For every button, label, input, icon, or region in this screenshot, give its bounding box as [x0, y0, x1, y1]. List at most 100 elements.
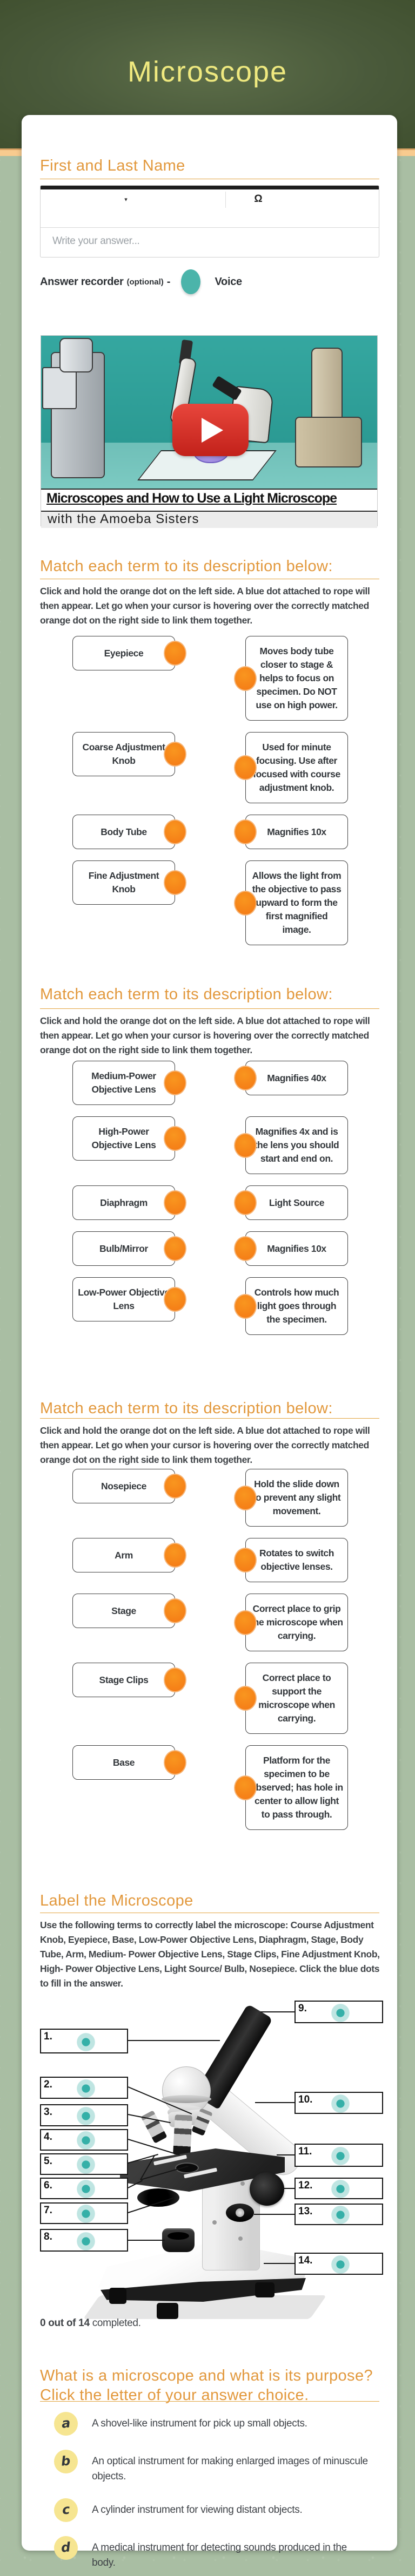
objective-lens: [140, 2110, 168, 2144]
match-dot-right[interactable]: [234, 1775, 257, 1800]
option-letter-button-b[interactable]: b: [54, 2450, 78, 2473]
term-label: Coarse Adjustment Knob: [82, 742, 165, 766]
description-box: Correct place to grip the microscope whe…: [234, 1594, 348, 1651]
answer-dot-7[interactable]: [76, 2203, 95, 2225]
video-player[interactable]: Microscopes and How to Use a Light Micro…: [41, 335, 378, 528]
match-dot-left[interactable]: [164, 641, 186, 666]
match-dot-right[interactable]: [234, 755, 257, 780]
answer-dot-10[interactable]: [331, 2092, 350, 2114]
match-dot-right[interactable]: [234, 1485, 257, 1510]
match-dot-right[interactable]: [234, 666, 257, 691]
option-text: A cylinder instrument for viewing distan…: [92, 2504, 303, 2516]
answer-dot-4[interactable]: [76, 2130, 95, 2152]
answer-dot-11[interactable]: [331, 2145, 350, 2167]
term-label: Eyepiece: [104, 647, 144, 659]
label-box-4: 4.: [40, 2129, 128, 2152]
match-dot-left[interactable]: [164, 819, 186, 844]
match-dot-right[interactable]: [234, 1133, 257, 1158]
term-box: Coarse Adjustment Knob: [72, 732, 186, 776]
label-line-13: [254, 2214, 294, 2215]
match-dot-left[interactable]: [164, 1070, 186, 1095]
answer-dot-8[interactable]: [76, 2230, 95, 2252]
option-letter-button-d[interactable]: d: [54, 2536, 78, 2560]
match-dot-right[interactable]: [234, 1686, 257, 1711]
label-number: 5.: [44, 2155, 52, 2167]
answer-input[interactable]: Write your answer...: [41, 228, 379, 257]
option-text: A shovel-like instrument for pick up sma…: [92, 2418, 307, 2429]
special-characters-icon[interactable]: Ω: [254, 193, 263, 205]
answer-dot-2[interactable]: [76, 2077, 95, 2099]
match-dot-left[interactable]: [164, 1190, 186, 1215]
match-row: Base Platform for the specimen to be obs…: [72, 1745, 348, 1830]
description-box: Magnifies 10x: [234, 1231, 348, 1266]
term-box: Nosepiece: [72, 1469, 186, 1503]
match-dot-right[interactable]: [234, 1190, 257, 1215]
match-dot-right[interactable]: [234, 1548, 257, 1572]
match-dot-right[interactable]: [234, 1610, 257, 1635]
answer-dot-5[interactable]: [76, 2154, 95, 2176]
match-dot-right[interactable]: [234, 1066, 257, 1090]
play-icon: [202, 418, 223, 443]
voice-record-button[interactable]: [181, 269, 201, 294]
match-dot-left[interactable]: [164, 1598, 186, 1623]
answer-dot-9[interactable]: [331, 2002, 350, 2024]
microscope-illustration-part: [42, 367, 77, 409]
head-band: [162, 2095, 211, 2103]
match-dot-right[interactable]: [234, 1293, 257, 1319]
page-title: Microscope: [127, 56, 288, 88]
match-dot-left[interactable]: [164, 1543, 186, 1568]
match-dot-left[interactable]: [164, 1667, 186, 1692]
description-label: Platform for the specimen to be observed…: [250, 1755, 343, 1820]
match-dot-left[interactable]: [164, 1287, 186, 1312]
answer-dot-1[interactable]: [76, 2031, 95, 2053]
mcq-option-c: c A cylinder instrument for viewing dist…: [54, 2498, 378, 2522]
heading-rule: [40, 2401, 379, 2402]
format-dropdown-icon[interactable]: ▾: [124, 196, 128, 203]
term-box: Base: [72, 1745, 186, 1780]
match-dot-right[interactable]: [234, 1236, 257, 1261]
screw: [212, 2220, 217, 2225]
label-box-5: 5.: [40, 2153, 128, 2176]
term-box: Medium-Power Objective Lens: [72, 1061, 186, 1105]
answer-dot-6[interactable]: [76, 2178, 95, 2200]
label-box-6: 6.: [40, 2178, 128, 2200]
match-dot-left[interactable]: [164, 1236, 186, 1261]
option-letter-button-a[interactable]: a: [54, 2412, 78, 2436]
description-label: Hold the slide down to prevent any sligh…: [252, 1479, 341, 1516]
term-label: Medium-Power Objective Lens: [91, 1070, 156, 1095]
description-box: Magnifies 4x and is the lens you should …: [234, 1116, 348, 1174]
label-line-10: [255, 2102, 294, 2104]
match-dot-right[interactable]: [234, 890, 257, 916]
youtube-play-button[interactable]: [172, 404, 249, 456]
match-dot-left[interactable]: [164, 1750, 186, 1775]
toolbar-separator: [225, 192, 226, 208]
answer-dot-3[interactable]: [76, 2105, 95, 2127]
match-section-3-rows: Nosepiece Hold the slide down to prevent…: [72, 1469, 348, 1841]
label-number: 2.: [44, 2079, 52, 2090]
description-box: Allows the light from the objective to p…: [234, 860, 348, 945]
label-line-11: [277, 2154, 294, 2156]
match-dot-left[interactable]: [164, 742, 186, 767]
match-dot-right[interactable]: [234, 819, 257, 844]
option-text: An optical instrument for making enlarge…: [92, 2456, 368, 2482]
answer-dot-14[interactable]: [331, 2253, 350, 2275]
answer-dot-12[interactable]: [331, 2178, 350, 2200]
answer-dot-13[interactable]: [331, 2204, 350, 2226]
fine-adjustment-knob: [226, 2204, 254, 2222]
match-dot-left[interactable]: [164, 1126, 186, 1151]
match-dot-left[interactable]: [164, 1474, 186, 1499]
description-label: Magnifies 40x: [267, 1072, 326, 1083]
label-line-12: [282, 2188, 294, 2189]
worksheet-card: First and Last Name ▾ Ω Write your answe…: [22, 115, 397, 2568]
description-box: Magnifies 40x: [234, 1061, 348, 1095]
match-dot-left[interactable]: [164, 870, 186, 895]
microscope-foot: [255, 2282, 275, 2297]
label-box-9: 9.: [294, 2001, 383, 2024]
answer-input-placeholder: Write your answer...: [52, 235, 140, 247]
description-box: Hold the slide down to prevent any sligh…: [234, 1469, 348, 1527]
term-box: Arm: [72, 1538, 186, 1572]
mcq-option-d: d A medical instrument for detecting sou…: [54, 2536, 378, 2571]
description-label: Magnifies 10x: [267, 1243, 326, 1254]
option-letter-button-c[interactable]: c: [54, 2498, 78, 2522]
description-label: Light Source: [269, 1197, 325, 1208]
